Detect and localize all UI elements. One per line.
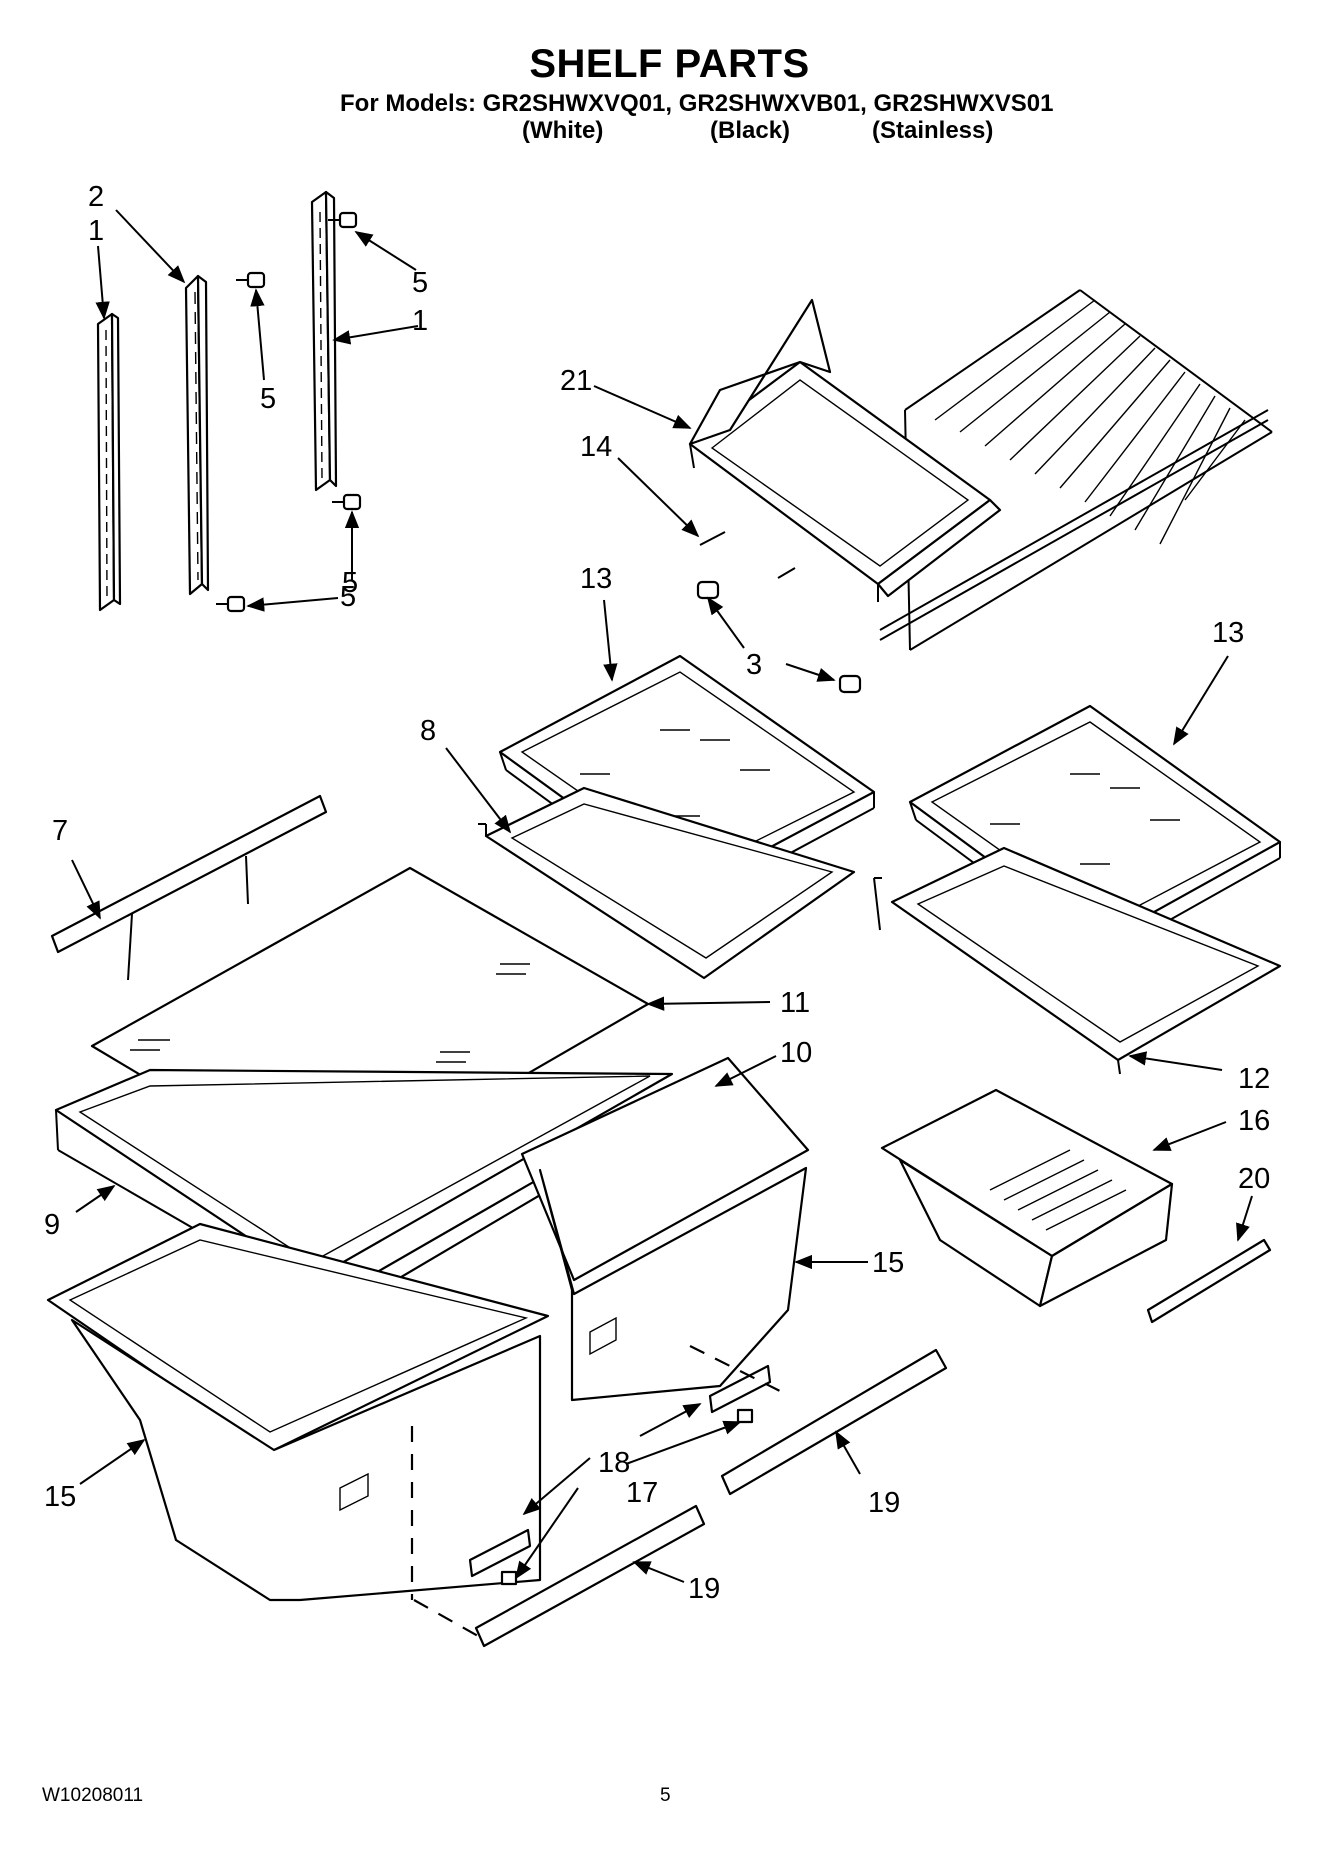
shelf-stops	[696, 580, 862, 694]
document-code: W10208011	[42, 1785, 144, 1806]
leader-lines	[71, 209, 1253, 1583]
trim-strip-19-left	[474, 1504, 706, 1648]
page-title: SHELF PARTS	[529, 42, 810, 86]
wire-shelf	[879, 289, 1273, 651]
door-bin	[688, 298, 1002, 602]
callout-16: 16	[1238, 1105, 1270, 1137]
callout-2: 2	[88, 181, 104, 213]
trim-strip-19-right	[720, 1348, 948, 1496]
callout-21: 21	[560, 365, 592, 397]
callout-20: 20	[1238, 1163, 1270, 1195]
callout-8: 8	[420, 715, 436, 747]
callout-5-lower: 5	[342, 567, 358, 599]
screw-group	[216, 211, 362, 613]
crisper-drawer-left	[46, 1222, 550, 1602]
meat-drawer	[880, 1088, 1174, 1308]
callout-1-left: 1	[88, 215, 104, 247]
callout-5-bottom: 5	[340, 581, 356, 613]
callout-18: 18	[598, 1447, 630, 1479]
ladder-rail-left	[96, 312, 122, 612]
trim-strip-20	[1146, 1238, 1272, 1324]
ladder-rail-center	[184, 274, 210, 596]
callout-1-right: 1	[412, 305, 428, 337]
callout-19-left: 19	[688, 1573, 720, 1605]
variant-black: (Black)	[710, 117, 791, 144]
crisper-drawer-right	[520, 1056, 810, 1402]
callout-3: 3	[746, 649, 762, 681]
callout-17: 17	[626, 1477, 658, 1509]
callout-5-center: 5	[260, 383, 276, 415]
ladder-rail-right	[310, 190, 338, 492]
callout-13-right: 13	[1212, 617, 1244, 649]
variant-stainless: (Stainless)	[872, 117, 994, 144]
callout-15-right: 15	[872, 1247, 904, 1279]
callout-13-left: 13	[580, 563, 612, 595]
callout-15-left: 15	[44, 1481, 76, 1513]
models-line: For Models: GR2SHWXVQ01, GR2SHWXVB01, GR…	[340, 90, 1054, 117]
crisper-bracket	[50, 794, 328, 981]
callout-5-top: 5	[412, 267, 428, 299]
callout-14: 14	[580, 431, 612, 463]
callout-7: 7	[52, 815, 68, 847]
callout-9: 9	[44, 1209, 60, 1241]
shelf-frame-8	[478, 786, 856, 980]
header: SHELF PARTS For Models: GR2SHWXVQ01, GR2…	[0, 0, 1339, 160]
shelf-frame-12	[873, 846, 1282, 1075]
variant-white: (White)	[522, 117, 604, 144]
callout-10: 10	[780, 1037, 812, 1069]
bin-pins	[699, 531, 796, 579]
callout-19-right: 19	[868, 1487, 900, 1519]
page-number: 5	[660, 1785, 671, 1806]
callout-11: 11	[780, 987, 810, 1019]
alignment-lines	[410, 1345, 791, 1637]
callout-12: 12	[1238, 1063, 1270, 1095]
